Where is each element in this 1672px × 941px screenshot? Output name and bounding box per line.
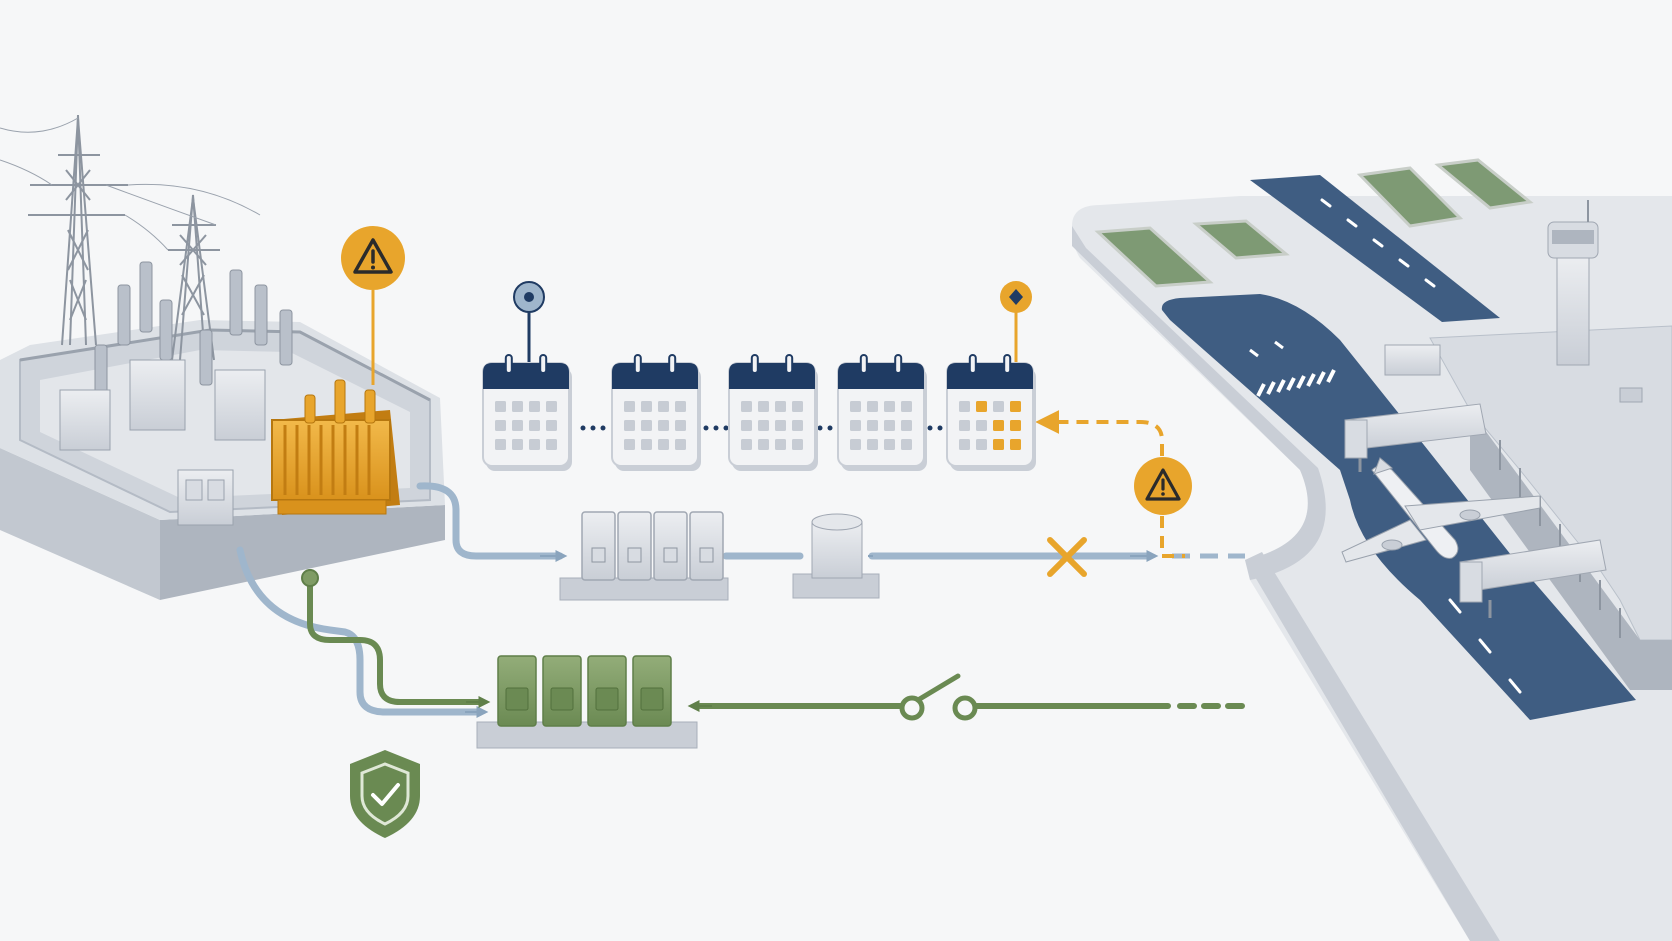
maintenance-schedule — [482, 281, 1036, 471]
transformer-warning-pin — [341, 226, 405, 385]
grass-areas — [1094, 158, 1534, 288]
substation — [0, 114, 445, 600]
backup-feed — [307, 569, 1253, 709]
primary-feed-to-backup — [236, 546, 484, 716]
x-mark-icon — [1047, 537, 1087, 577]
warning-triangle-icon — [1145, 468, 1181, 501]
substation-equipment — [59, 359, 266, 526]
shield-check-icon — [350, 750, 420, 838]
backup-feed-line-1 — [307, 569, 485, 705]
transmission-tower-2 — [168, 194, 220, 361]
jet-bridge-lower — [1459, 539, 1607, 618]
warning-triangle-icon — [353, 238, 393, 274]
power-lines — [0, 117, 261, 251]
calendar-icon — [946, 354, 1036, 471]
switchgear-cabinet — [653, 511, 688, 581]
runway-lower — [1161, 294, 1636, 720]
primary-feed-line-1 — [416, 482, 564, 560]
line-warning-pin — [1035, 410, 1192, 558]
primary-switchgear — [559, 511, 729, 601]
storage-tank — [792, 513, 880, 599]
open-switch-icon — [899, 673, 978, 721]
control-tower — [1547, 200, 1599, 366]
insulator-stacks — [94, 261, 293, 401]
calendar-icon — [837, 354, 927, 471]
airport — [1072, 158, 1672, 941]
switchgear-cabinet — [581, 511, 616, 581]
runway-upper — [1250, 175, 1500, 322]
jet-bridge-upper — [1344, 403, 1487, 472]
switchgear-cabinet — [617, 511, 652, 581]
backup-switchgear — [476, 655, 698, 749]
calendar-icon — [728, 354, 818, 471]
calendar-connectors — [580, 425, 943, 431]
switchgear-cabinet — [689, 511, 724, 581]
airplane — [1341, 457, 1541, 563]
primary-feed — [236, 482, 1154, 716]
transformer-at-risk — [271, 379, 400, 515]
calendar-pin — [513, 281, 545, 368]
transmission-tower-1 — [28, 114, 128, 346]
calendar-icon — [482, 354, 572, 471]
calendar-icon — [611, 354, 701, 471]
